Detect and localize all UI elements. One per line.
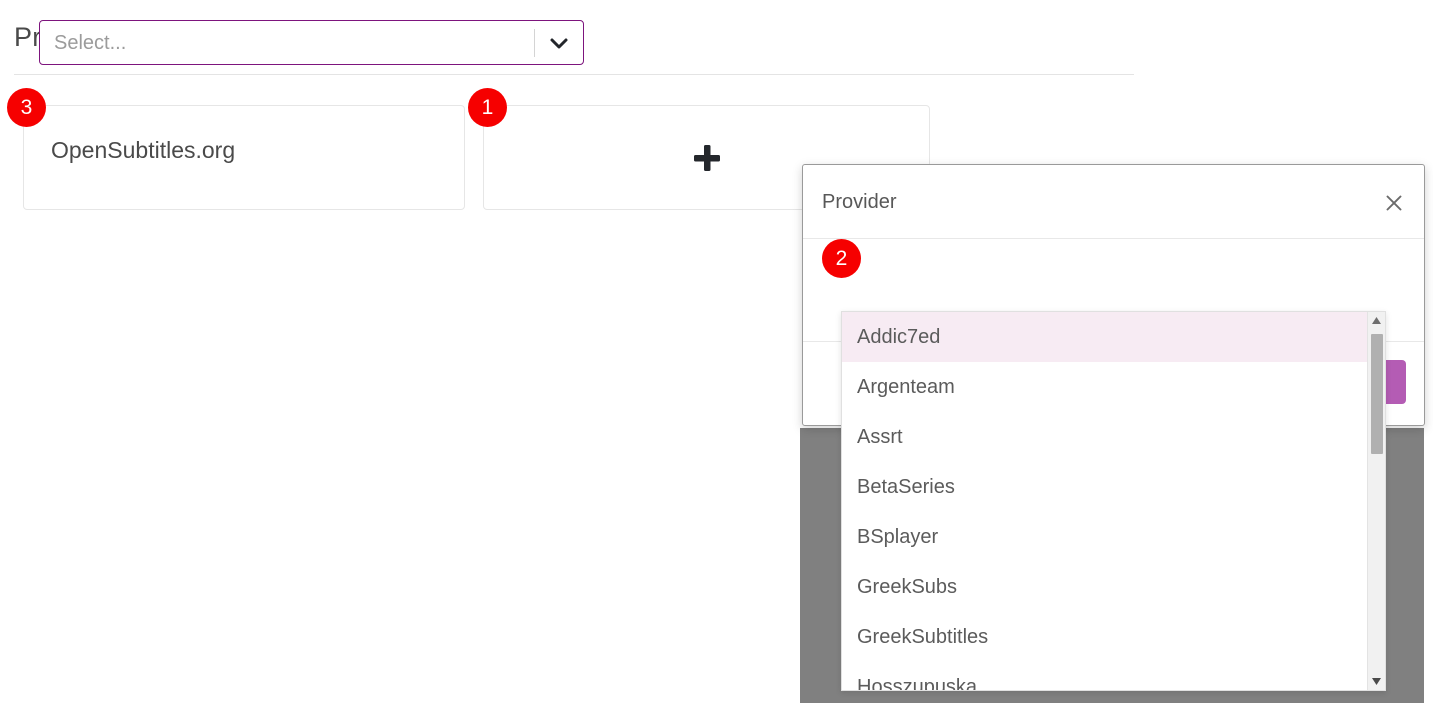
annotation-badge-2: 2: [822, 239, 861, 278]
dropdown-option[interactable]: GreekSubtitles: [857, 626, 989, 648]
select-placeholder: Select...: [54, 31, 127, 54]
modal-title: Provider: [822, 191, 897, 213]
close-icon[interactable]: [1381, 190, 1407, 216]
select-separator: [534, 28, 535, 57]
annotation-badge-1: 1: [468, 88, 507, 127]
dropdown-option[interactable]: Addic7ed: [842, 312, 1367, 362]
scroll-down-arrow-icon[interactable]: [1368, 673, 1385, 690]
provider-card-label: OpenSubtitles.org: [51, 137, 236, 163]
dropdown-option[interactable]: BSplayer: [857, 526, 939, 548]
dropdown-scrollbar[interactable]: [1367, 312, 1385, 690]
dropdown-option[interactable]: Argenteam: [857, 376, 955, 398]
plus-icon: [484, 106, 929, 209]
scrollbar-thumb[interactable]: [1371, 334, 1383, 454]
chevron-down-icon[interactable]: [535, 21, 583, 64]
scroll-up-arrow-icon[interactable]: [1368, 312, 1385, 329]
modal-header: Provider: [803, 165, 1424, 239]
title-divider: [14, 74, 1134, 75]
dropdown-option[interactable]: GreekSubs: [857, 576, 958, 598]
dropdown-option[interactable]: Hosszupuska: [857, 676, 978, 690]
provider-card-opensubtitles[interactable]: OpenSubtitles.org: [23, 105, 465, 210]
provider-select[interactable]: Select...: [39, 20, 584, 65]
annotation-badge-3: 3: [7, 88, 46, 127]
dropdown-option[interactable]: BetaSeries: [857, 476, 955, 498]
dropdown-option[interactable]: Assrt: [857, 426, 903, 448]
